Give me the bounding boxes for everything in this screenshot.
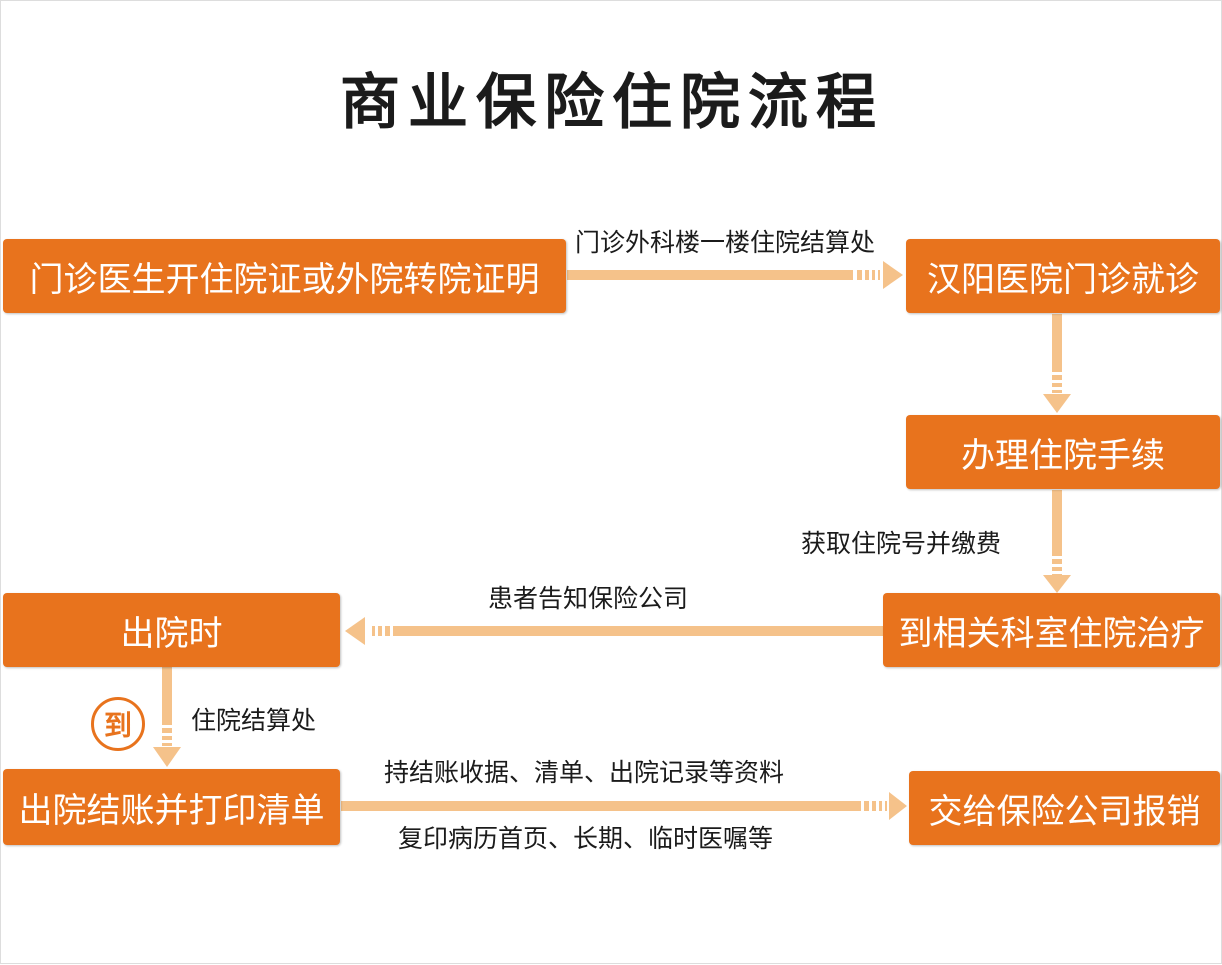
box-discharge-settlement: 出院结账并打印清单	[3, 769, 340, 845]
label-bring-documents: 持结账收据、清单、出院记录等资料	[384, 758, 785, 787]
page-title: 商业保险住院流程	[340, 68, 884, 138]
label-get-number-pay: 获取住院号并缴费	[801, 529, 1002, 558]
arrow-admission-to-ward	[1043, 490, 1071, 593]
box-discharge: 出院时	[3, 593, 340, 667]
arrow-discharge-to-settlement	[153, 667, 181, 767]
label-notify-insurer: 患者告知保险公司	[488, 584, 689, 613]
arrive-seal-icon: 到	[91, 697, 145, 751]
box-submit-claim: 交给保险公司报销	[909, 771, 1220, 845]
arrow-ward-to-discharge	[345, 617, 883, 645]
box-ward-treatment: 到相关科室住院治疗	[883, 593, 1220, 667]
label-copy-records: 复印病历首页、长期、临时医嘱等	[398, 824, 774, 853]
arrow-settlement-to-claim	[341, 792, 907, 820]
box-admission-procedures: 办理住院手续	[906, 415, 1220, 489]
box-hanyang-outpatient: 汉阳医院门诊就诊	[906, 239, 1220, 313]
box-doctor-certificate: 门诊医生开住院证或外院转院证明	[3, 239, 566, 313]
label-settlement-office: 住院结算处	[191, 706, 317, 735]
arrow-outpatient-to-admission	[1043, 314, 1071, 413]
label-outpatient-location: 门诊外科楼一楼住院结算处	[575, 228, 876, 257]
arrow-certificate-to-outpatient	[567, 261, 903, 289]
